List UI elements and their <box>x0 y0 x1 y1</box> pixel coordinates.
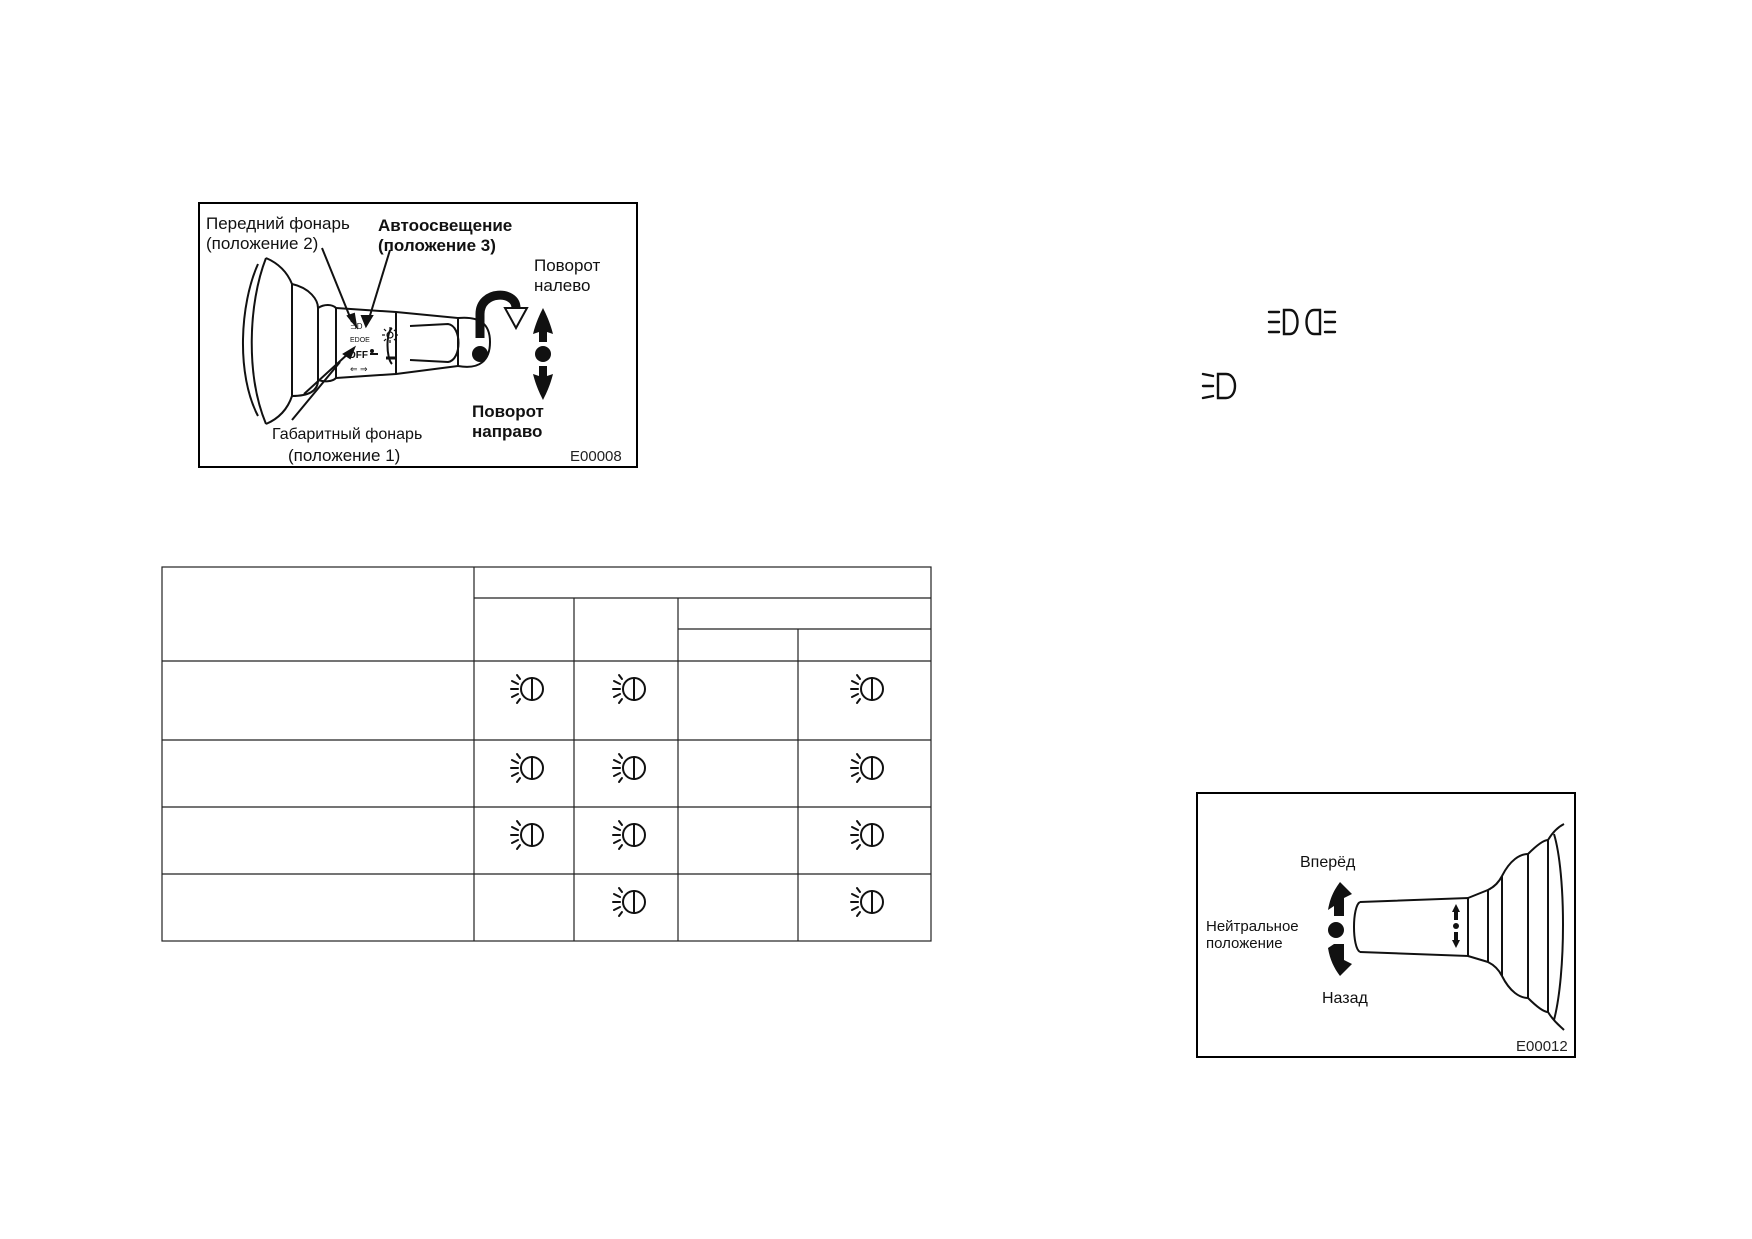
table-indicators <box>510 674 884 917</box>
auto-lighting-line2: (положение 3) <box>378 235 496 255</box>
back-label: Назад <box>1322 990 1368 1007</box>
headlight-on-icon <box>510 753 544 783</box>
svg-text:⇐ ⇒: ⇐ ⇒ <box>350 364 368 374</box>
neutral-line1: Нейтральное <box>1206 918 1299 935</box>
headlight-on-icon <box>850 753 884 783</box>
headlight-on-icon <box>510 820 544 850</box>
neutral-label: Нейтральное положение <box>1206 918 1299 953</box>
figure-code: E00012 <box>1516 1038 1568 1055</box>
low-beam-icon <box>1201 372 1237 400</box>
figure-code: E00008 <box>570 448 622 465</box>
side-lamp-line1: Габаритный фонарь <box>272 426 423 443</box>
headlight-on-icon <box>612 674 646 704</box>
auto-lighting-label: Автоосвещение (положение 3) <box>378 216 512 255</box>
headlight-on-icon <box>612 887 646 917</box>
headlight-on-icon <box>612 820 646 850</box>
forward-label: Вперёд <box>1300 854 1356 871</box>
headlight-on-icon <box>612 753 646 783</box>
high-low-beam-icon <box>1267 308 1337 336</box>
turn-right-line2: направо <box>472 421 543 441</box>
neutral-line2: положение <box>1206 935 1283 953</box>
headlight-on-icon <box>510 674 544 704</box>
turn-left-line2: налево <box>534 275 591 295</box>
front-lamp-label: Передний фонарь (положение 2) <box>206 214 350 253</box>
headlight-on-icon <box>850 820 884 850</box>
switch-off-label: OFF <box>348 350 368 361</box>
turn-right-label: Поворот направо <box>472 402 544 441</box>
stalk-direction-figure: Вперёд Нейтральное положение Назад E0001… <box>1196 792 1576 1058</box>
headlight-on-icon <box>850 674 884 704</box>
stalk-illustration <box>1328 823 1565 1031</box>
front-lamp-line2: (положение 2) <box>206 233 319 253</box>
turn-left-label: Поворот налево <box>534 256 600 295</box>
light-switch-figure: ⊐D EDOE OFF ⇐ ⇒ <box>198 202 638 468</box>
front-lamp-line1: Передний фонарь <box>206 214 350 233</box>
svg-text:EDOE: EDOE <box>350 337 370 344</box>
turn-left-line1: Поворот <box>534 256 601 275</box>
lighting-table <box>161 566 932 942</box>
auto-lighting-line1: Автоосвещение <box>378 216 513 235</box>
turn-right-line1: Поворот <box>472 402 544 421</box>
side-lamp-line2: (положение 1) <box>288 446 401 465</box>
table-grid <box>161 566 932 942</box>
headlight-on-icon <box>850 887 884 917</box>
light-switch-illustration: ⊐D EDOE OFF ⇐ ⇒ <box>241 247 553 425</box>
